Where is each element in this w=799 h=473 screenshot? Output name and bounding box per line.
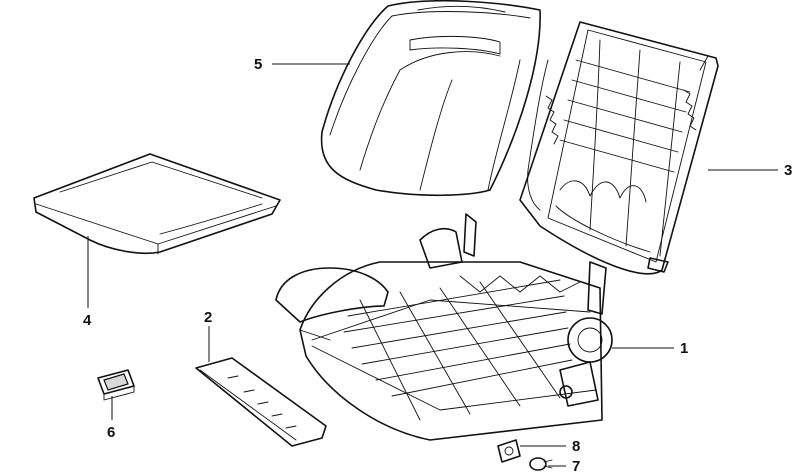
part-3-backrest-frame[interactable] [519,21,719,275]
part-7-screw[interactable] [529,457,553,471]
leader-lines [87,63,778,467]
part-6-clip[interactable] [97,369,135,401]
part-2-trim-panel[interactable] [195,357,327,447]
part-8-clip[interactable] [497,439,521,463]
callout-6[interactable]: 6 [107,424,115,441]
callout-1[interactable]: 1 [680,340,688,357]
callout-5[interactable]: 5 [254,56,262,73]
callout-7[interactable]: 7 [572,458,580,473]
part-1-seat-frame[interactable] [275,213,613,441]
callout-3[interactable]: 3 [784,162,792,179]
callout-8[interactable]: 8 [572,438,580,455]
part-4-seat-cushion[interactable] [33,153,281,255]
callout-labels: 1 2 3 4 5 6 7 8 [83,56,792,473]
callout-4[interactable]: 4 [83,312,92,329]
part-5-backrest-cushion[interactable] [320,0,541,197]
callout-2[interactable]: 2 [204,309,212,326]
